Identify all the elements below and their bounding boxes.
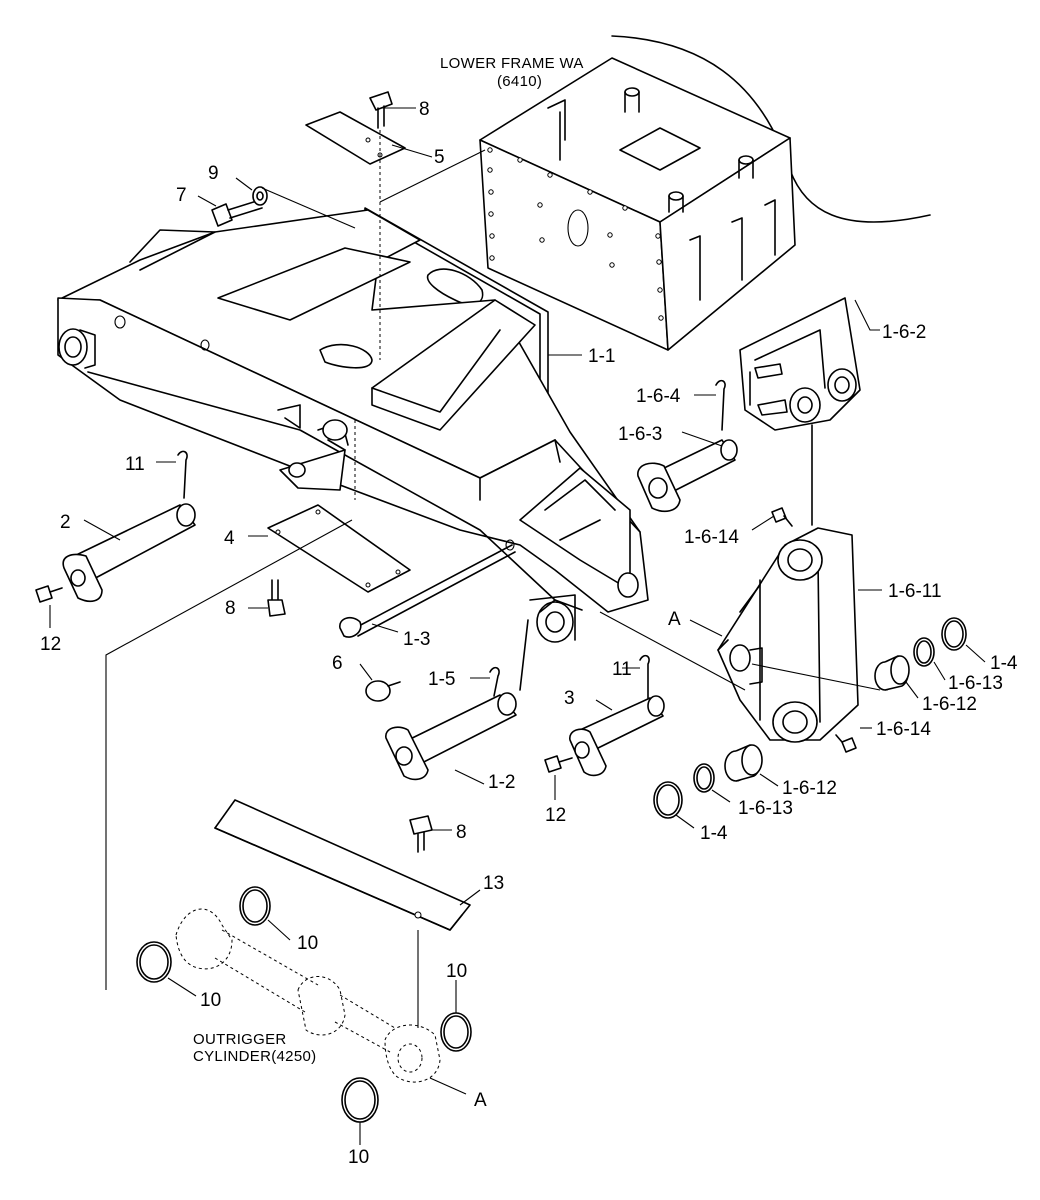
leader-lines (49, 107, 986, 1145)
callout-2: 2 (60, 512, 71, 533)
clip-11-mid (639, 654, 650, 699)
seal-10-left (136, 941, 172, 983)
ring-1-4-bottom (653, 781, 683, 819)
cover-plate-5 (305, 111, 406, 165)
callout-1-5: 1-5 (428, 669, 455, 690)
callout-10: 10 (446, 961, 467, 982)
callout-1-6-14: 1-6-14 (684, 527, 739, 548)
bushing-1-6-12-right (874, 655, 910, 691)
link-1-6-11 (717, 527, 859, 743)
callout-1-2: 1-2 (488, 772, 515, 793)
lower-frame-caption: LOWER FRAME WA (440, 55, 584, 72)
callout-7: 7 (176, 185, 187, 206)
bolt-8-top (369, 91, 393, 129)
lower-frame-assembly (479, 35, 931, 351)
callout-1-6-11: 1-6-11 (888, 581, 942, 602)
pin-3 (569, 695, 665, 777)
callout-1-6-13: 1-6-13 (738, 798, 793, 819)
callout-9: 9 (208, 163, 219, 184)
pin-1-2 (385, 692, 517, 781)
seal-10-upper (239, 886, 271, 926)
callout-1-4: 1-4 (990, 653, 1018, 674)
rod-1-3 (339, 544, 516, 638)
seal-1-6-13-bottom (693, 763, 715, 793)
cylinder-caption: OUTRIGGER (193, 1031, 287, 1048)
callout-6: 6 (332, 653, 343, 674)
callout-12: 12 (40, 634, 61, 655)
callout-10: 10 (297, 933, 318, 954)
callout-8: 8 (419, 99, 430, 120)
bushing-1-6-12-bottom (724, 744, 763, 782)
callout-1-6-4: 1-6-4 (636, 386, 681, 407)
plate-4 (267, 504, 411, 593)
pin-2 (62, 503, 196, 603)
cylinder-caption-code: CYLINDER(4250) (193, 1048, 316, 1065)
seal-10-bottom (341, 1077, 379, 1123)
clip-1-5 (489, 666, 500, 697)
callout-8: 8 (456, 822, 467, 843)
callout-5: 5 (434, 147, 445, 168)
callout-13: 13 (483, 873, 504, 894)
callout-A: A (474, 1090, 487, 1111)
callout-12: 12 (545, 805, 566, 826)
callout-1-6-12: 1-6-12 (922, 694, 977, 715)
callout-3: 3 (564, 688, 575, 709)
callout-1-3: 1-3 (403, 629, 430, 650)
callout-8: 8 (225, 598, 236, 619)
bolt-8-bottom (409, 815, 433, 853)
callout-11: 11 (612, 659, 632, 680)
pin-1-6-3 (637, 439, 738, 513)
callout-1-1: 1-1 (588, 346, 615, 367)
seal-1-6-13-right (913, 637, 935, 667)
callout-1-6-12: 1-6-12 (782, 778, 837, 799)
callout-1-6-2: 1-6-2 (882, 322, 926, 343)
main-beam-assembly (57, 207, 649, 643)
bolt-8-mid (267, 579, 286, 617)
cap-6 (365, 680, 401, 702)
ring-1-4-right (941, 617, 967, 651)
seal-10-right (440, 1012, 472, 1052)
washer-9 (252, 186, 268, 206)
callout-1-6-14: 1-6-14 (876, 719, 931, 740)
clip-11-left (177, 450, 188, 499)
callout-4: 4 (224, 528, 235, 549)
lower-frame-caption-code: (6410) (497, 73, 542, 90)
callout-11: 11 (125, 454, 145, 475)
callout-10: 10 (200, 990, 221, 1011)
callout-1-6-13: 1-6-13 (948, 673, 1003, 694)
bolt-7 (211, 199, 263, 227)
cover-13 (214, 799, 471, 931)
callout-1-4: 1-4 (700, 823, 728, 844)
clip-1-6-4 (715, 379, 726, 431)
callout-1-6-3: 1-6-3 (618, 424, 662, 445)
bracket-1-6-2 (739, 297, 861, 431)
callout-A: A (668, 609, 681, 630)
outrigger-cylinder (175, 908, 441, 1083)
grease-fitting-1-6-14-top (771, 507, 793, 527)
bolt-12-left (35, 585, 63, 603)
grease-fitting-1-6-14-bottom (835, 734, 857, 753)
bolt-12-mid (544, 755, 573, 773)
callout-10: 10 (348, 1147, 369, 1168)
